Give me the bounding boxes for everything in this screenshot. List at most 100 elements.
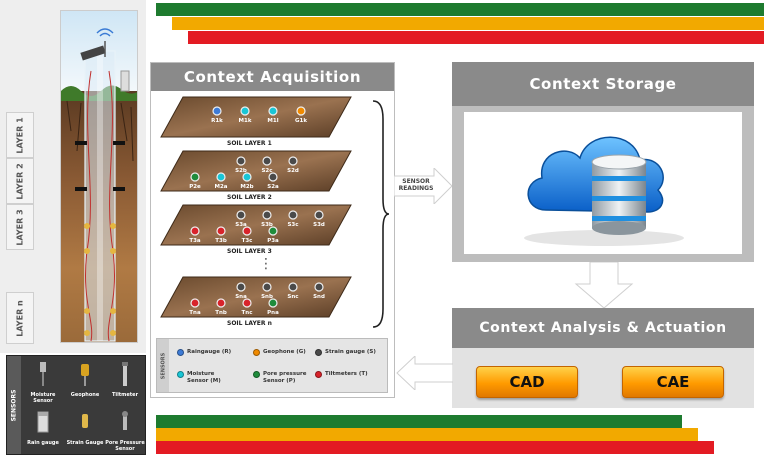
storage-illustration-area: [464, 112, 742, 254]
sensor-type-label: Pore Pressure Sensor: [105, 440, 145, 452]
raingauge-dot: [177, 349, 184, 356]
sensor-node: [314, 210, 324, 220]
sensor-node: [268, 298, 278, 308]
sensor-types-side: SENSORS: [7, 356, 21, 454]
analysis-to-acquisition-arrow: [396, 356, 453, 390]
sensor-node: [288, 210, 298, 220]
sensor-node-label: S3a: [235, 222, 247, 228]
sensor-node: [242, 172, 252, 182]
sensor-node-label: S3d: [313, 222, 325, 228]
curly-brace: [372, 100, 390, 328]
sensor-node-label: M2a: [214, 184, 227, 190]
legend-item-pore-pressure: Pore pressure Sensor (P): [253, 371, 315, 384]
sensor-node-label: Sna: [235, 294, 247, 300]
sensor-node-label: M2b: [240, 184, 253, 190]
cad-button[interactable]: CAD: [476, 366, 578, 398]
legend-item-strain-gauge: Strain gauge (S): [315, 349, 376, 356]
strain-gauge-dot: [315, 349, 322, 356]
layer-tab-n: LAYER n: [6, 292, 34, 344]
sensor-node-label: T3b: [215, 238, 227, 244]
sensor-node-label: M1k: [239, 118, 252, 124]
soil-layer-n-label: SOIL LAYER n: [227, 320, 272, 327]
sensor-node: [212, 106, 222, 116]
sensor-legend: SENSORS Raingauge (R) Geophone (G) Strai…: [156, 338, 388, 393]
layer-label: LAYER 2: [15, 162, 25, 200]
moisture-sensor-icon: [40, 362, 46, 386]
sensor-type-strain-gauge: Strain Gauge: [65, 410, 105, 446]
legend-label: Raingauge (R): [187, 349, 232, 355]
sensor-node: [262, 156, 272, 166]
context-analysis-title: Context Analysis & Actuation: [452, 308, 754, 348]
sensor-node-label: G1k: [295, 118, 307, 124]
sensor-node: [236, 282, 246, 292]
top-stripe-red: [188, 31, 764, 44]
context-storage-title: Context Storage: [452, 62, 754, 106]
sensor-node: [262, 282, 272, 292]
sensor-node-label: Snc: [287, 294, 298, 300]
sensor-node-label: P2e: [189, 184, 201, 190]
sensor-node: [242, 298, 252, 308]
context-storage-panel: Context Storage: [452, 62, 754, 262]
geophone-dot: [253, 349, 260, 356]
geophone-icon: [81, 364, 89, 386]
sensor-node: [236, 156, 246, 166]
sensor-node: [236, 210, 246, 220]
strain-gauge-icon: [82, 414, 88, 428]
sensor-type-label: Rain gauge: [27, 440, 59, 446]
layer-tab-1: LAYER 1: [6, 112, 34, 158]
sensor-node: [296, 106, 306, 116]
sensor-readings-label: SENSOR READINGS: [398, 178, 434, 192]
sensor-node-label: S2a: [267, 184, 279, 190]
sensor-types-title: SENSORS: [10, 389, 18, 421]
soil-layer-slab: [160, 276, 352, 318]
sensor-node: [190, 298, 200, 308]
tiltmeter-icon: [122, 362, 128, 386]
rain-gauge-icon: [37, 411, 49, 433]
sensor-node: [268, 172, 278, 182]
top-stripe-green: [156, 3, 764, 16]
borehole-illustration: [60, 10, 138, 343]
layers-ellipsis: ⋮: [259, 256, 273, 272]
cae-button[interactable]: CAE: [622, 366, 724, 398]
layer-tab-2: LAYER 2: [6, 158, 34, 204]
sensor-node-label: R1k: [211, 118, 223, 124]
storage-to-analysis-arrow: [574, 262, 634, 308]
sensor-node-label: Tnb: [215, 310, 227, 316]
sensor-node: [268, 106, 278, 116]
context-acquisition-title: Context Acquisition: [151, 63, 394, 91]
sensor-type-geophone: Geophone: [65, 362, 105, 398]
sensor-node-label: S3b: [261, 222, 273, 228]
soil-layer-slab: [160, 96, 352, 138]
borehole-svg: [61, 11, 137, 342]
sensor-node: [288, 282, 298, 292]
sensor-node-label: T3a: [189, 238, 201, 244]
sensor-node-label: Snd: [313, 294, 325, 300]
legend-item-moisture: Moisture Sensor (M): [177, 371, 237, 384]
layer-label: LAYER 1: [15, 116, 25, 154]
sensor-type-label: Tiltmeter: [111, 392, 139, 398]
sensor-node: [190, 172, 200, 182]
pore-pressure-dot: [253, 371, 260, 378]
tiltmeters-dot: [315, 371, 322, 378]
soil-layer-3-label: SOIL LAYER 3: [227, 248, 272, 255]
legend-item-raingauge: Raingauge (R): [177, 349, 231, 356]
sensor-readings-arrow: [394, 168, 453, 204]
bottom-stripe-yellow: [156, 428, 698, 441]
sensor-node: [288, 156, 298, 166]
top-stripe-yellow: [172, 17, 764, 30]
layer-label: LAYER n: [15, 299, 25, 337]
sensor-node: [216, 298, 226, 308]
soil-layer-slab: [160, 204, 352, 246]
sensor-type-pore-pressure: Pore Pressure Sensor: [105, 410, 145, 452]
sensor-node-label: S3c: [287, 222, 298, 228]
sensor-node: [314, 282, 324, 292]
sensor-node: [216, 226, 226, 236]
sensor-node-label: Tnc: [242, 310, 253, 316]
moisture-dot: [177, 371, 184, 378]
sensor-node: [268, 226, 278, 236]
sensor-node-label: S2d: [287, 168, 299, 174]
legend-label: Pore pressure Sensor (P): [263, 371, 307, 384]
sensor-node-label: S2c: [261, 168, 272, 174]
